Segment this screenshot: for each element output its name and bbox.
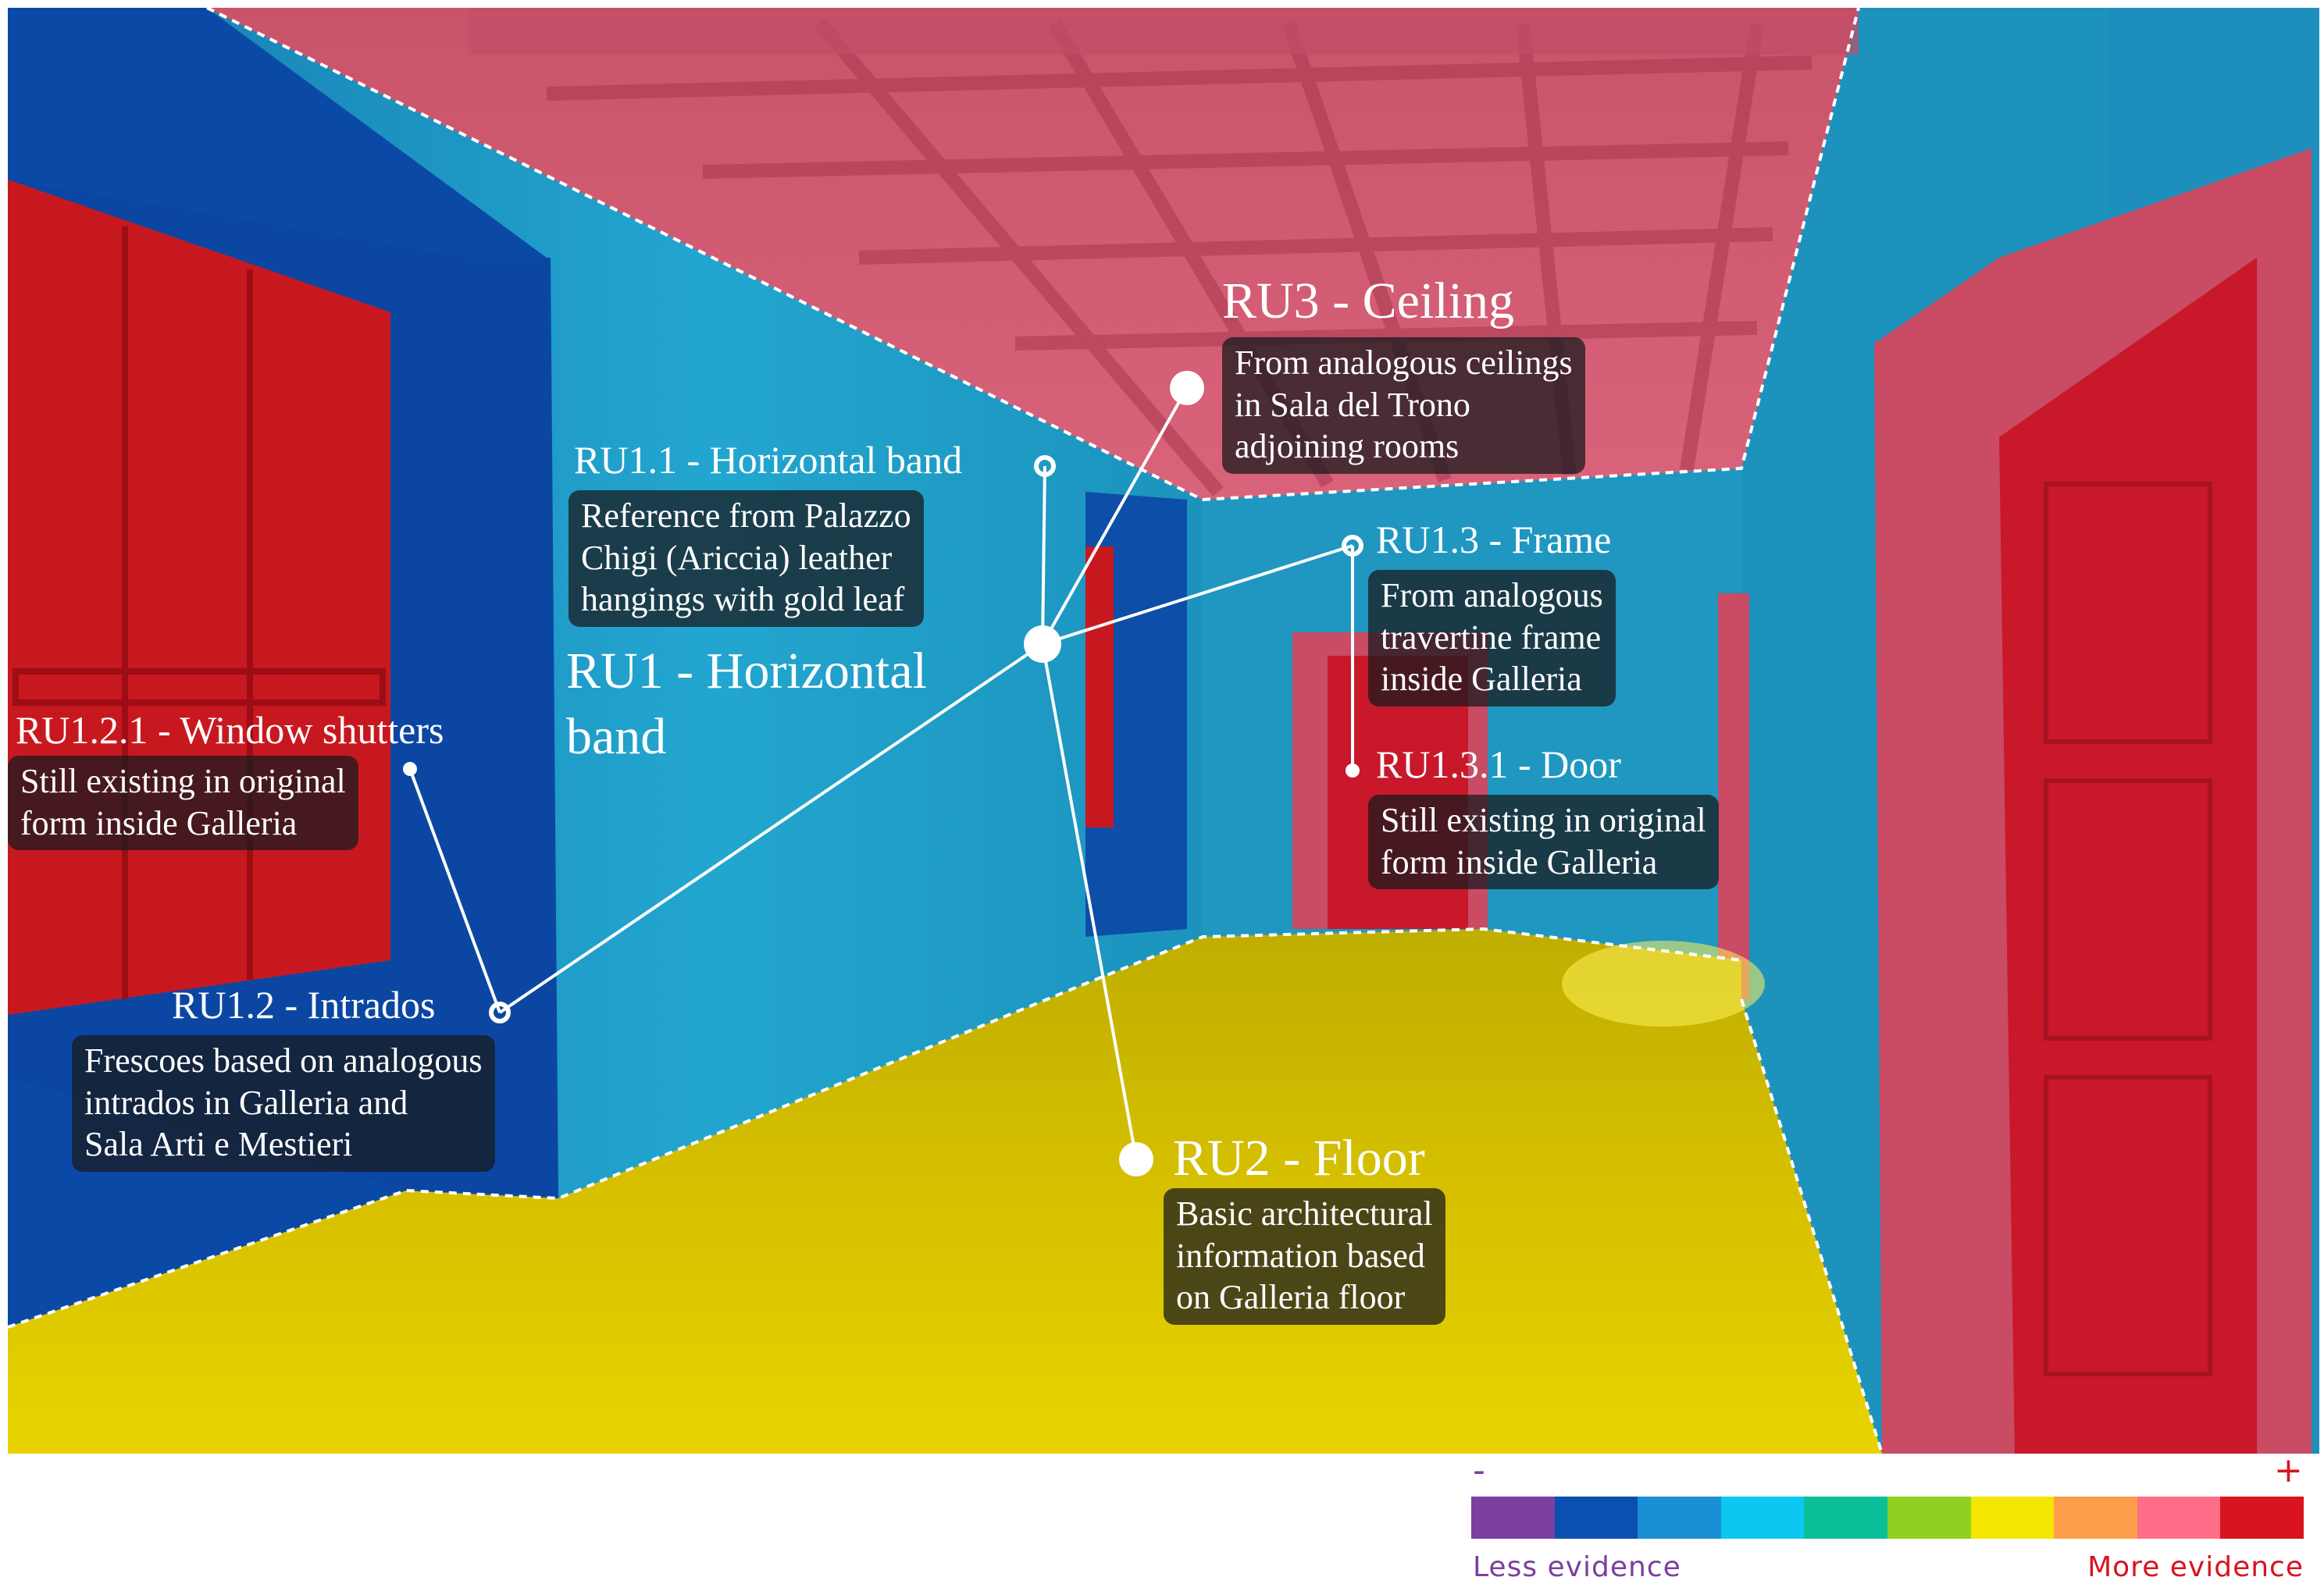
ru3-node	[1170, 371, 1204, 405]
ru2-callout-line: information based	[1176, 1236, 1425, 1275]
ru1-node	[1024, 625, 1061, 663]
ru1-title-line: band	[566, 708, 667, 766]
ru3-callout-line: in Sala del Trono	[1235, 385, 1470, 424]
legend-swatch	[1804, 1497, 1887, 1539]
ru2-title: RU2 - Floor	[1173, 1130, 1425, 1187]
ru131-title: RU1.3.1 - Door	[1376, 742, 1621, 786]
legend-swatch	[1554, 1497, 1638, 1539]
legend-more-evidence: More evidence	[2087, 1551, 2304, 1583]
ru13-node	[1342, 535, 1363, 557]
ru11-title: RU1.1 - Horizontal band	[574, 438, 963, 482]
ceiling-beams	[546, 19, 1813, 497]
ru121-callout-line: Still existing in original	[20, 762, 346, 800]
ru11-callout-line: Chigi (Ariccia) leather	[581, 538, 893, 577]
ru11-callout-line: hangings with gold leaf	[581, 580, 905, 619]
ru2-callout-line: on Galleria floor	[1176, 1278, 1406, 1317]
ru121-node	[403, 762, 417, 776]
ru121-callout: Still existing in original form inside G…	[8, 756, 358, 851]
ru1-title-line: RU1 - Horizontal	[566, 642, 927, 699]
ru11-callout: Reference from Palazzo Chigi (Ariccia) l…	[569, 490, 924, 628]
ru121-callout-line: form inside Galleria	[20, 803, 298, 842]
ru131-node	[1346, 764, 1360, 778]
ru12-node	[489, 1002, 511, 1023]
ru12-callout-line: Frescoes based on analogous	[84, 1041, 483, 1080]
window-shutters	[8, 180, 390, 1015]
legend-swatch	[1970, 1497, 2055, 1539]
ru131-callout-line: form inside Galleria	[1381, 842, 1658, 881]
middle-window-shutter	[1085, 546, 1114, 828]
ru3-callout: From analogous ceilings in Sala del Tron…	[1222, 337, 1585, 475]
ru1-title: RU1 - Horizontal band	[566, 639, 927, 771]
ru12-callout: Frescoes based on analogous intrados in …	[72, 1035, 495, 1173]
ceiling-frame	[469, 8, 1859, 55]
ru3-callout-line: adjoining rooms	[1235, 427, 1460, 466]
ru131-callout: Still existing in original form inside G…	[1368, 795, 1719, 890]
ru13-callout-line: inside Galleria	[1381, 660, 1582, 699]
right-door	[1999, 258, 2257, 1454]
legend-swatch	[2220, 1497, 2304, 1539]
ru13-callout-line: From analogous	[1381, 576, 1603, 614]
ru121-title: RU1.2.1 - Window shutters	[16, 708, 444, 752]
legend-plus-sign: +	[2274, 1451, 2303, 1490]
ru13-title: RU1.3 - Frame	[1376, 518, 1612, 561]
ru3-title: RU3 - Ceiling	[1222, 272, 1514, 329]
ru12-title: RU1.2 - Intrados	[172, 983, 436, 1027]
legend-swatch	[1471, 1497, 1555, 1539]
legend-swatch	[1887, 1497, 1971, 1539]
ru13-callout: From analogous travertine frame inside G…	[1368, 570, 1616, 707]
legend-less-evidence: Less evidence	[1473, 1551, 1681, 1583]
ru11-node	[1034, 455, 1056, 477]
ru3-callout-line: From analogous ceilings	[1235, 343, 1573, 382]
region-boundaries	[7, 6, 1884, 1454]
floor-light-spot	[1562, 941, 1765, 1027]
ru11-callout-line: Reference from Palazzo	[581, 497, 911, 535]
ru131-callout-line: Still existing in original	[1381, 801, 1706, 839]
legend-swatch	[1638, 1497, 1721, 1539]
ru2-node	[1119, 1142, 1153, 1176]
legend-swatch	[1720, 1497, 1805, 1539]
ru13-callout-line: travertine frame	[1381, 618, 1602, 657]
ru2-callout: Basic architectural information based on…	[1164, 1188, 1445, 1326]
far-right-door-edge	[1718, 593, 1749, 999]
ru2-callout-line: Basic architectural	[1176, 1194, 1433, 1233]
legend-minus-sign: -	[1473, 1451, 1485, 1490]
ru12-callout-line: intrados in Galleria and	[84, 1083, 408, 1122]
connector-lines	[408, 387, 1354, 1160]
legend-swatch	[2054, 1497, 2137, 1539]
legend-swatch	[2137, 1497, 2221, 1539]
ru12-callout-line: Sala Arti e Mestieri	[84, 1125, 353, 1164]
evidence-color-scale	[1471, 1497, 2304, 1539]
